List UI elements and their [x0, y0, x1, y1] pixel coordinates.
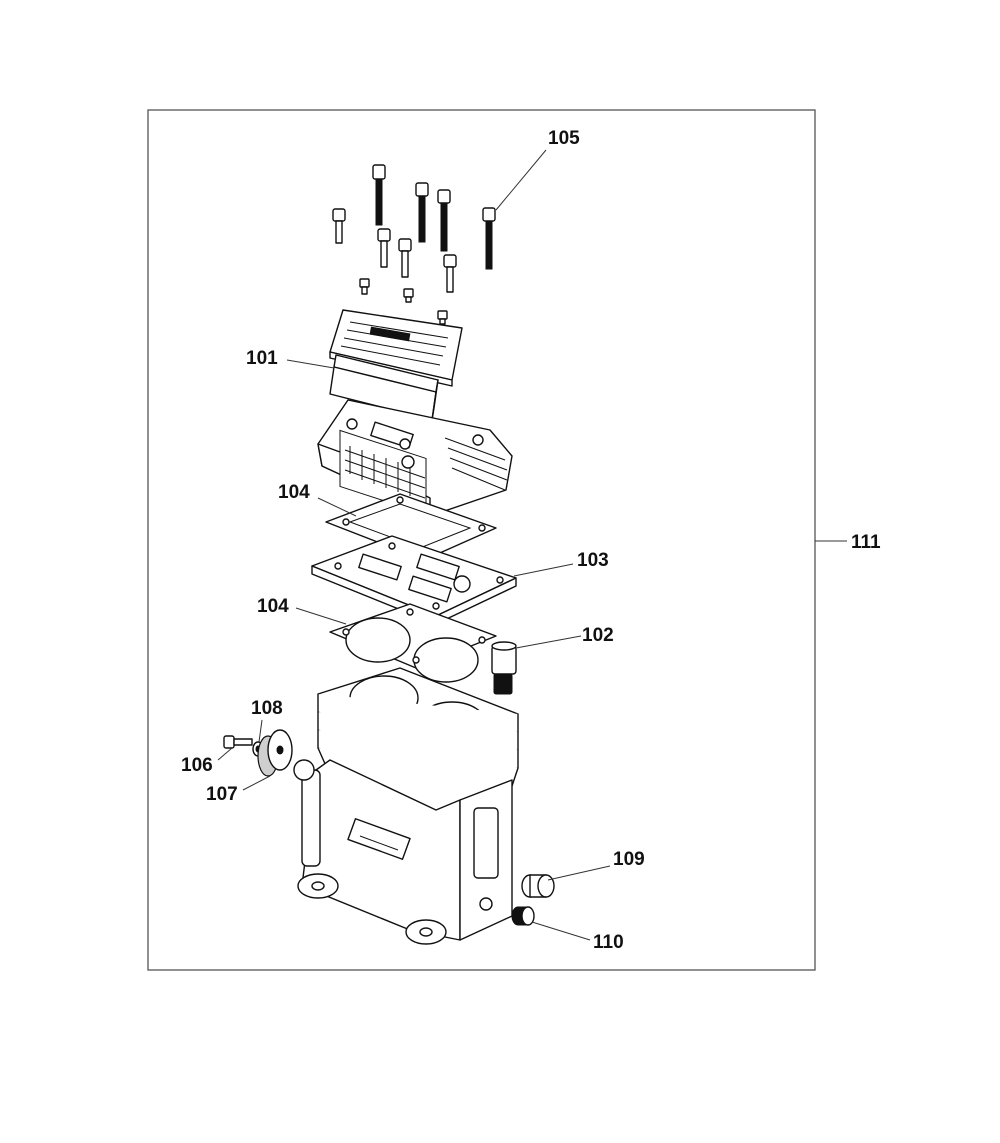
plug-part-110: [511, 906, 535, 926]
label-107: 107: [206, 784, 238, 805]
pulley-part-107: [257, 729, 293, 777]
label-111: 111: [851, 532, 881, 553]
label-103: 103: [577, 550, 609, 571]
screw-part-106: [223, 735, 253, 749]
label-104-upper: 104: [278, 482, 310, 503]
leader-lines: [217, 149, 847, 941]
bolts-part-105: [332, 164, 496, 325]
filter-part-101: [329, 354, 439, 421]
fitting-part-109: [521, 874, 555, 898]
label-105: 105: [548, 128, 580, 149]
label-101: 101: [246, 348, 278, 369]
gasket-lower-part-104: [329, 603, 497, 683]
cylinder-block: [317, 667, 519, 817]
plug-part-102: [491, 641, 517, 695]
label-110: 110: [593, 932, 624, 953]
cylinder-head: [317, 399, 513, 517]
assembly-frame: [147, 109, 816, 971]
label-102: 102: [582, 625, 614, 646]
crankcase: [293, 759, 513, 945]
label-106: 106: [181, 755, 213, 776]
label-109: 109: [613, 849, 645, 870]
part-labels: 105 101 104 103 104 102 108 106 107 109 …: [181, 128, 881, 953]
label-104-lower: 104: [257, 596, 289, 617]
label-108: 108: [251, 698, 283, 719]
